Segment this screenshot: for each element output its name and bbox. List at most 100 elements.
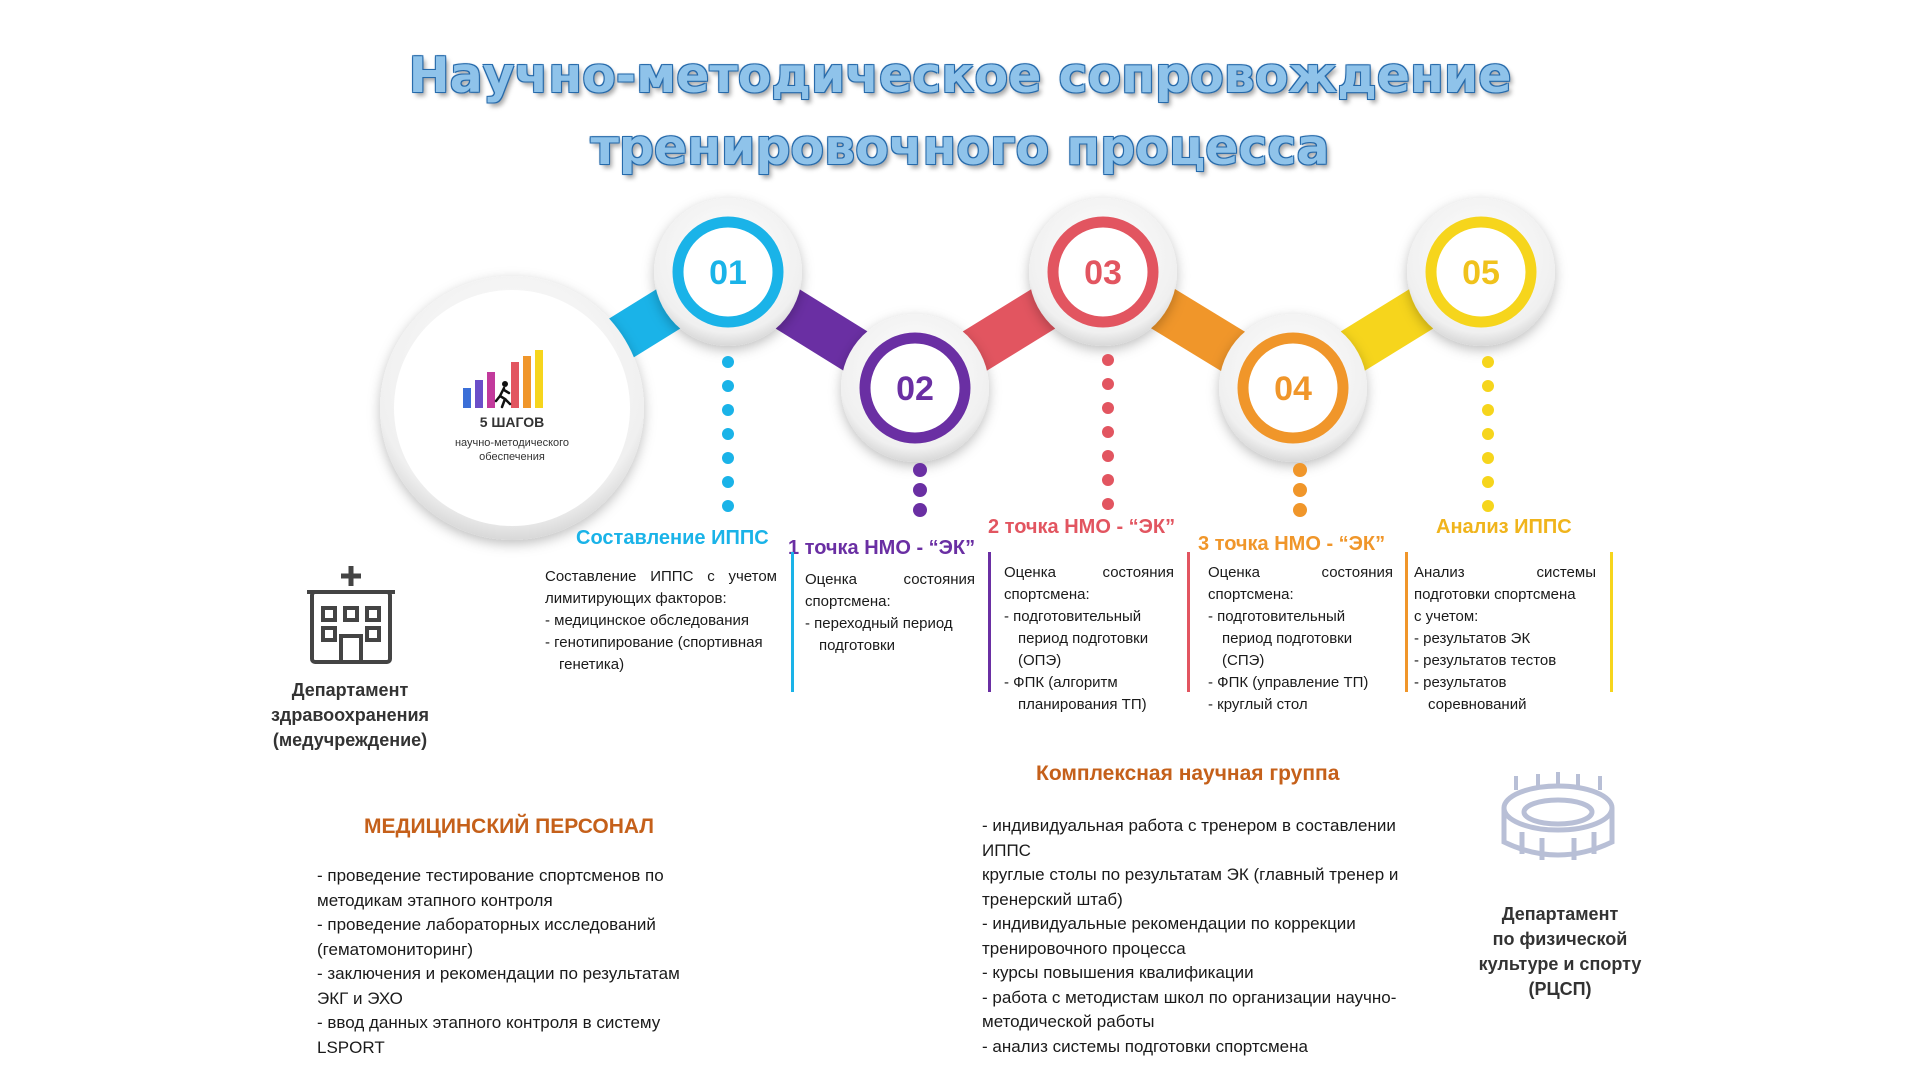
dept-sport-line1: Департамент — [1501, 904, 1619, 924]
medical-list-item: методикам этапного контроля — [317, 890, 553, 910]
medical-list-item: LSPORT — [317, 1037, 385, 1057]
step-5-line: - результатов ЭК — [1414, 630, 1531, 647]
step-5-dot — [1482, 380, 1494, 392]
step-2-line: - переходный период подготовки — [805, 615, 953, 654]
medical-section-list: - проведение тестирование спортсменов по… — [317, 864, 680, 1060]
step-5-dot — [1482, 452, 1494, 464]
medical-list-item: - проведение тестирование спортсменов по — [317, 866, 664, 885]
step-1-number: 01 — [709, 254, 747, 292]
step-1-line: Составление ИППС с учетом — [545, 568, 777, 585]
step-3-description: Оценка состояния спортсмена: - подготовите… — [1004, 562, 1174, 716]
step-5-dot — [1482, 356, 1494, 368]
step-1-dot — [722, 476, 734, 488]
bar-chart-icon — [463, 350, 543, 409]
science-list-item: круглые столы по результатам ЭК (главный… — [982, 865, 1399, 884]
step-4-circle: 04 — [1219, 314, 1367, 462]
step-2-title: 1 точка НМО - “ЭК” — [788, 537, 976, 559]
dept-sport-label: Департамент по физической культуре и спо… — [1460, 902, 1660, 1002]
step-3-dot — [1102, 450, 1114, 462]
step-5-line: подготовки спортсмена — [1414, 586, 1576, 603]
science-list-item: - индивидуальная работа с тренером в сос… — [982, 816, 1396, 835]
step-5-line: - результатов соревнований — [1414, 674, 1527, 713]
runner-icon — [494, 380, 512, 409]
step-5-line: с учетом: — [1414, 608, 1479, 625]
dept-health-label: Департамент здравоохранения (медучрежден… — [245, 678, 455, 753]
step-4-line: спортсмена: — [1208, 586, 1294, 603]
dept-health-line3: (медучреждение) — [272, 730, 428, 750]
medical-list-item: (гематомониторинг) — [317, 939, 474, 959]
medical-list-item: ЭКГ и ЭХО — [317, 988, 403, 1008]
step-3-line: - подготовительный период подготовки (ОП… — [1004, 608, 1149, 669]
step-3-dot — [1102, 474, 1114, 486]
step-3-title: 2 точка НМО - “ЭК” — [988, 516, 1176, 538]
science-list-item: - анализ системы подготовки спортсмена — [982, 1036, 1308, 1056]
science-list-item: ИППС — [982, 840, 1031, 860]
step-1-dot — [722, 356, 734, 368]
step-4-number: 04 — [1274, 370, 1312, 408]
step-dots — [722, 354, 1494, 517]
step-5-circle: 05 — [1407, 198, 1555, 346]
stadium-icon — [1501, 772, 1615, 860]
step-1-dot — [722, 404, 734, 416]
step-2-line: Оценка состояния — [805, 571, 975, 588]
step-3-dot — [1102, 426, 1114, 438]
medical-list-item: - заключения и рекомендации по результат… — [317, 964, 680, 983]
step-3-dot — [1102, 402, 1114, 414]
step-circles: 01 02 03 04 05 — [654, 198, 1555, 462]
page-title: Научно-методическое сопровождение тренир… — [0, 40, 1920, 184]
page-title-line2: тренировочного процесса — [590, 119, 1330, 176]
step-4-line: Оценка состояния — [1208, 564, 1393, 581]
step-3-line: спортсмена: — [1004, 586, 1090, 603]
step-5-dot — [1482, 404, 1494, 416]
hub-title: 5 ШАГОВ — [479, 414, 545, 430]
step-4-line: - ФПК (управление ТП) — [1208, 674, 1369, 691]
dept-sport-line2: по физической — [1492, 929, 1628, 949]
step-5-color-ring — [1425, 216, 1537, 328]
step-1-dot — [722, 500, 734, 512]
dept-sport-line4: (РЦСП) — [1528, 979, 1592, 999]
step-4-line: - круглый стол — [1208, 696, 1308, 713]
step-2-color-ring — [859, 332, 971, 444]
science-list-item: - индивидуальные рекомендации по коррекц… — [982, 914, 1356, 933]
step-2-number: 02 — [896, 370, 934, 408]
step-5-dot — [1482, 428, 1494, 440]
step-3-circle: 03 — [1029, 198, 1177, 346]
step-1-dot — [722, 428, 734, 440]
science-list-item: - курсы повышения квалификации — [982, 963, 1254, 982]
step-3-dot — [1102, 378, 1114, 390]
step-3-accent-line — [988, 552, 991, 692]
hospital-icon — [307, 566, 395, 664]
science-section-title: Комплексная научная группа — [1036, 762, 1340, 785]
step-4-title: 3 точка НМО - “ЭК” — [1198, 533, 1386, 555]
dept-sport-line3: культуре и спорту — [1478, 954, 1642, 974]
step-5-line: Анализ системы — [1414, 564, 1596, 581]
step-3-line: Оценка состояния — [1004, 564, 1174, 581]
step-1-line: - медицинское обследования — [545, 612, 750, 629]
science-list-item: - работа с методистам школ по организаци… — [982, 987, 1397, 1007]
step-2-dot — [913, 483, 927, 497]
step-4-accent-line — [1187, 552, 1190, 692]
step-4-color-ring — [1237, 332, 1349, 444]
dept-health-line1: Департамент — [291, 680, 409, 700]
step-4-line: - подготовительный период подготовки (СП… — [1208, 608, 1353, 669]
step-3-number: 03 — [1084, 254, 1122, 292]
step-5-right-line — [1610, 552, 1613, 692]
step-5-description: Анализ системы подготовки спортсмена с уче… — [1414, 562, 1596, 716]
science-list-item: тренерский штаб) — [982, 889, 1123, 909]
hub-circle — [380, 276, 644, 540]
step-5-dot — [1482, 500, 1494, 512]
step-4-dot — [1293, 503, 1307, 517]
step-5-accent-line — [1405, 552, 1408, 692]
hub-subtitle-line2: обеспечения — [479, 451, 545, 463]
step-4-dot — [1293, 463, 1307, 477]
step-1-dot — [722, 452, 734, 464]
step-5-title: Анализ ИППС — [1436, 516, 1572, 538]
step-4-description: Оценка состояния спортсмена: - подготовите… — [1208, 562, 1393, 716]
medical-section-title: МЕДИЦИНСКИЙ ПЕРСОНАЛ — [364, 815, 655, 838]
step-3-dot — [1102, 498, 1114, 510]
step-3-color-ring — [1047, 216, 1159, 328]
step-2-accent-line — [791, 552, 794, 692]
